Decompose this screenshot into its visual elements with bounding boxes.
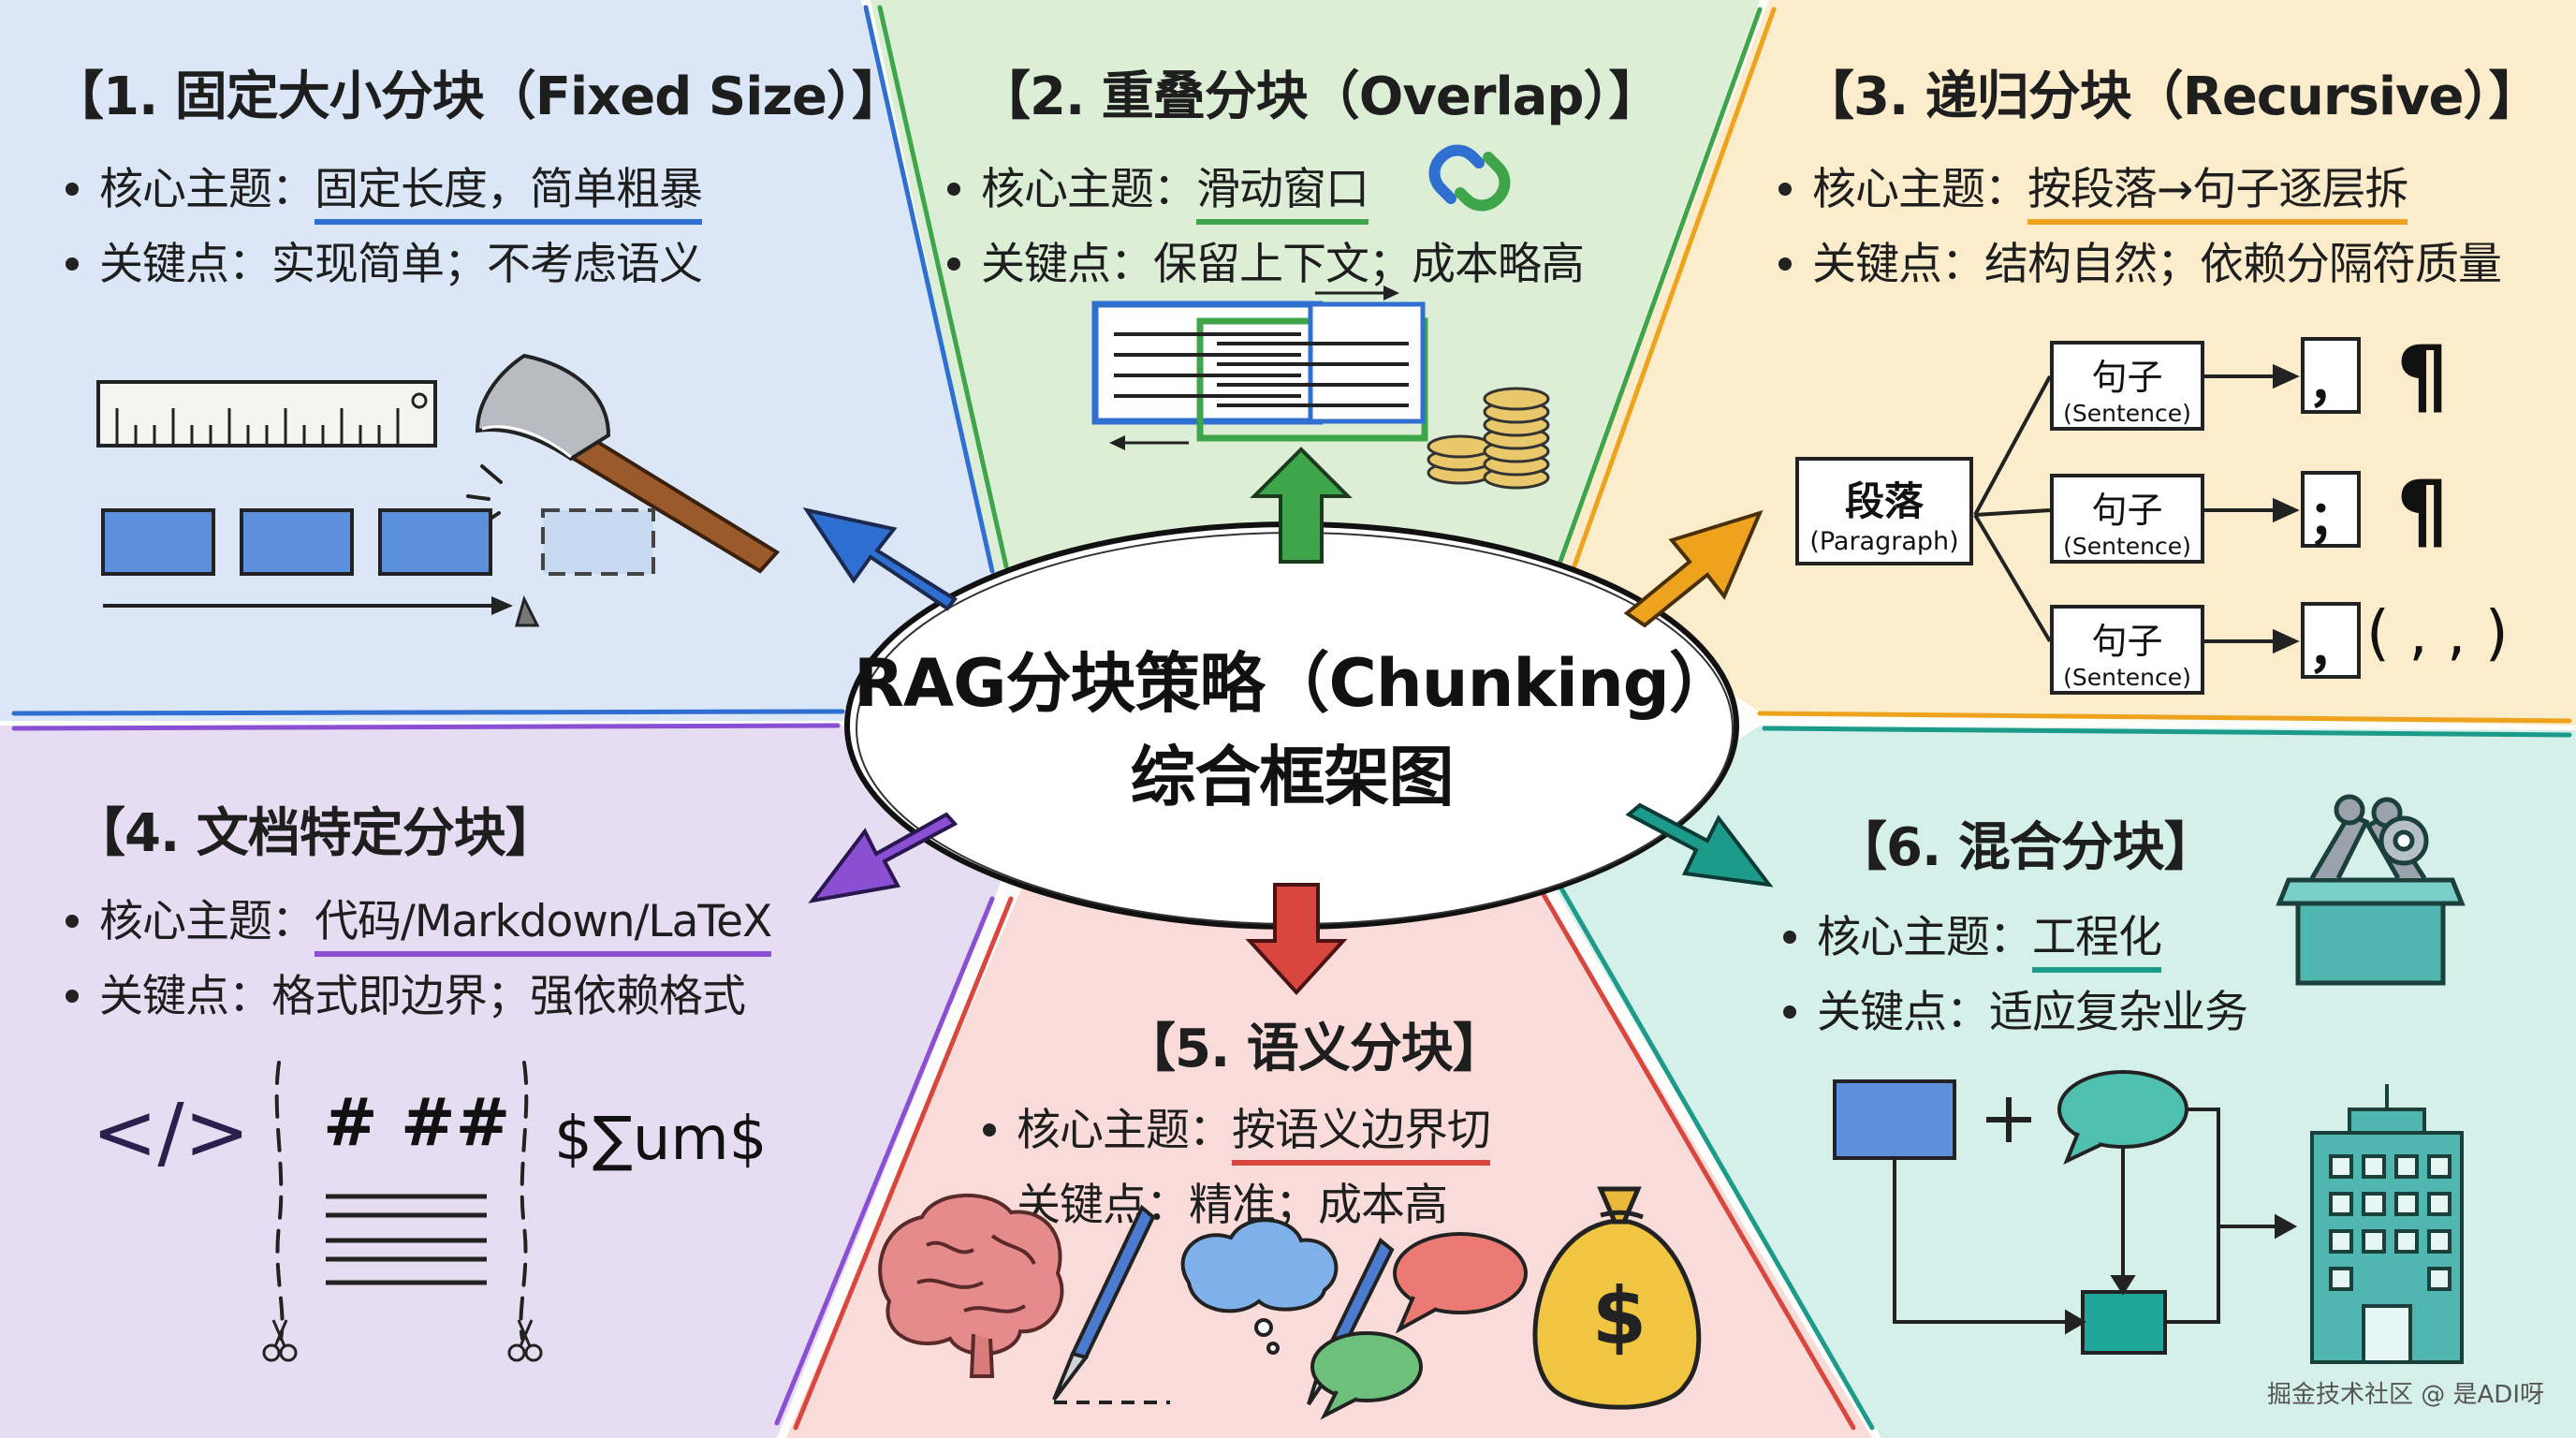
bullet-dot bbox=[947, 257, 960, 271]
scissors-icon bbox=[262, 1319, 298, 1362]
axe-icon bbox=[466, 353, 781, 574]
bullet-dot bbox=[66, 182, 79, 196]
arrow-to-recursive bbox=[1623, 509, 1764, 628]
building-icon bbox=[2310, 1084, 2464, 1364]
hybrid-result-block bbox=[2081, 1290, 2167, 1355]
hybrid-chunk-block bbox=[1833, 1079, 1956, 1160]
arrow-to-fixed bbox=[802, 507, 958, 611]
bullet-dot bbox=[66, 914, 79, 928]
ruler-icon bbox=[96, 380, 437, 448]
section-key-semantic: 关键点：精准；成本高 bbox=[983, 1168, 1448, 1233]
section-topic-overlap: 核心主题：滑动窗口 bbox=[947, 153, 1369, 225]
chat-bubble-icon bbox=[1393, 1232, 1528, 1334]
link-icon bbox=[1428, 144, 1511, 212]
watermark: 掘金技术社区 @ 是ADI呀 bbox=[2266, 1381, 2544, 1409]
arrow-to-semantic bbox=[1245, 883, 1348, 995]
section-key-document: 关键点：格式即边界；强依赖格式 bbox=[66, 960, 746, 1024]
section-topic-semantic: 核心主题：按语义边界切 bbox=[983, 1093, 1491, 1166]
money-bag-icon bbox=[1532, 1186, 1702, 1410]
section-topic-recursive: 核心主题：按段落→句子逐层拆 bbox=[1778, 153, 2408, 225]
center-title-line2: 综合框架图 bbox=[1130, 739, 1455, 815]
section-topic-document: 核心主题：代码/Markdown/LaTeX bbox=[66, 885, 772, 957]
bullet-dot bbox=[947, 182, 960, 196]
bullet-dot bbox=[66, 257, 79, 271]
bullet-dot bbox=[983, 1123, 996, 1137]
center-title-line1: RAG分块策略（Chunking） bbox=[854, 645, 1734, 722]
arrow-to-hybrid bbox=[1625, 802, 1774, 888]
section-key-overlap: 关键点：保留上下文；成本略高 bbox=[947, 227, 1585, 292]
overlap-illustration bbox=[1091, 286, 1550, 490]
section-topic-hybrid: 核心主题：工程化 bbox=[1783, 901, 2162, 973]
arrow-to-overlap bbox=[1250, 447, 1353, 564]
brain-icon bbox=[878, 1193, 1064, 1378]
latex-symbol: $∑um$ bbox=[554, 1105, 768, 1174]
arrow-to-document bbox=[808, 812, 959, 903]
section-title-recursive: 【3. 递归分块（Recursive）】 bbox=[1802, 66, 2541, 127]
chat-bubble-icon bbox=[1310, 1331, 1423, 1420]
recursive-tree-lines bbox=[1973, 337, 2361, 679]
section-key-fixed-size: 关键点：实现简单；不考虑语义 bbox=[66, 227, 703, 292]
pilcrow-icon-1: ¶ bbox=[2396, 328, 2449, 424]
separator-semicolon: ； bbox=[2308, 490, 2359, 549]
sentence-node-1: 句子 (Sentence) bbox=[2050, 341, 2204, 431]
document-illustration bbox=[262, 1061, 543, 1362]
chunk-block-partial bbox=[541, 508, 655, 576]
section-key-hybrid: 关键点：适应复杂业务 bbox=[1783, 976, 2248, 1040]
chunk-block-1 bbox=[101, 508, 215, 576]
section-key-recursive: 关键点：结构自然；依赖分隔符质量 bbox=[1778, 227, 2502, 292]
bullet-dot bbox=[1778, 182, 1792, 196]
scalpel-icon bbox=[1052, 1204, 1170, 1404]
bullet-dot bbox=[66, 989, 79, 1003]
center-title: RAG分块策略（Chunking） 综合框架图 bbox=[854, 637, 1734, 824]
section-title-overlap: 【2. 重叠分块（Overlap）】 bbox=[978, 66, 1661, 127]
toolbox-icon bbox=[2276, 794, 2466, 986]
sentence-node-3: 句子 (Sentence) bbox=[2050, 605, 2204, 695]
paragraph-node: 段落 (Paragraph) bbox=[1795, 457, 1973, 565]
coins-icon bbox=[1427, 387, 1550, 490]
svg-text:$: $ bbox=[1592, 1270, 1647, 1362]
bullet-dot bbox=[1778, 257, 1792, 271]
section-title-fixed-size: 【1. 固定大小分块（Fixed Size）】 bbox=[51, 66, 904, 127]
semantic-illustration: $ bbox=[878, 1186, 1702, 1420]
separator-parens: ( , , ) bbox=[2366, 599, 2509, 668]
separator-comma-1: ， bbox=[2308, 355, 2359, 414]
chat-bubble-icon bbox=[2057, 1070, 2188, 1165]
section-title-semantic: 【5. 语义分块】 bbox=[1123, 1019, 1505, 1079]
section-title-hybrid: 【6. 混合分块】 bbox=[1835, 817, 2217, 878]
code-icon: </> bbox=[92, 1086, 251, 1178]
cloud-icon bbox=[1180, 1218, 1339, 1355]
fixed-size-illustration bbox=[96, 353, 781, 627]
bullet-dot bbox=[1783, 930, 1796, 944]
section-topic-fixed-size: 核心主题：固定长度，简单粗暴 bbox=[66, 153, 703, 225]
chunk-block-3 bbox=[378, 508, 492, 576]
bullet-dot bbox=[1783, 1005, 1796, 1019]
panel-document bbox=[0, 726, 1002, 1438]
sentence-node-2: 句子 (Sentence) bbox=[2050, 474, 2204, 564]
pilcrow-icon-2: ¶ bbox=[2396, 462, 2449, 559]
scissors-icon bbox=[507, 1319, 543, 1362]
section-title-document: 【4. 文档特定分块】 bbox=[73, 803, 558, 864]
heading-markdown-symbol: # ## bbox=[323, 1084, 511, 1161]
hybrid-illustration bbox=[1833, 794, 2466, 1364]
separator-comma-2: ， bbox=[2308, 621, 2359, 680]
chunk-block-2 bbox=[240, 508, 354, 576]
